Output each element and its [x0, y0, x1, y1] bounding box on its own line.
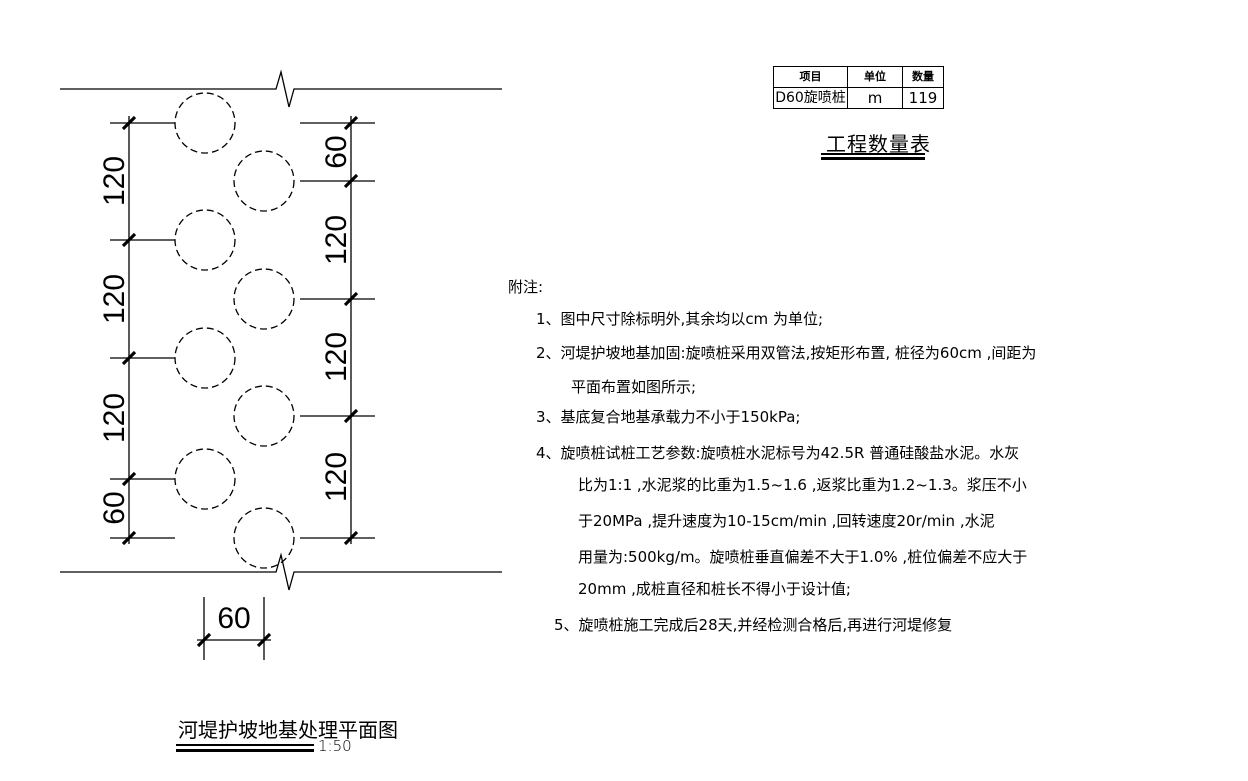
pile-circle	[233, 268, 295, 330]
dim-right-4: 120	[320, 452, 353, 502]
pile-circle	[174, 92, 236, 154]
table-header-row: 项目 单位 数量	[773, 66, 944, 88]
right-dimension-chain	[300, 116, 375, 544]
drawing-title-underline	[176, 744, 314, 746]
note-line: 比为1:1 ,水泥浆的比重为1.5~1.6 ,返浆比重为1.2~1.3。浆压不小	[578, 476, 1027, 494]
pile-circle	[233, 507, 295, 569]
left-dimension-chain	[110, 116, 175, 544]
drawing-scale: 1:50	[318, 737, 352, 755]
note-line: 于20MPa ,提升速度为10-15cm/min ,回转速度20r/min ,水…	[578, 512, 995, 530]
dim-bottom: 60	[217, 602, 250, 635]
pile-circle	[174, 327, 236, 389]
table-title-underline	[821, 153, 925, 155]
note-line: 用量为:500kg/m。旋喷桩垂直偏差不大于1.0% ,桩位偏差不应大于	[578, 548, 1028, 566]
dim-right-3: 120	[320, 332, 353, 382]
header-qty: 数量	[902, 66, 944, 88]
pile-circle	[233, 150, 295, 212]
bottom-boundary-line	[60, 552, 502, 591]
header-unit: 单位	[847, 66, 903, 88]
pile-circle	[174, 209, 236, 271]
note-line: 1、图中尺寸除标明外,其余均以cm 为单位;	[536, 310, 823, 328]
quantity-table: 项目 单位 数量 D60旋喷桩 m 119	[773, 66, 944, 109]
note-line: 3、基底复合地基承载力不小于150kPa;	[536, 408, 801, 426]
top-boundary-line	[60, 69, 502, 108]
note-line: 平面布置如图所示;	[571, 378, 697, 396]
dim-left-3: 120	[98, 393, 131, 443]
dim-right-2: 120	[320, 215, 353, 265]
table-row: D60旋喷桩 m 119	[773, 87, 944, 109]
note-line: 2、河堤护坡地基加固:旋喷桩采用双管法,按矩形布置, 桩径为60cm ,间距为	[536, 344, 1037, 362]
dim-right-1: 60	[320, 135, 353, 168]
drawing-title-underline	[176, 749, 314, 752]
header-item: 项目	[773, 66, 848, 88]
note-line: 4、旋喷桩试桩工艺参数:旋喷桩水泥标号为42.5R 普通硅酸盐水泥。水灰	[536, 444, 1020, 462]
drawing-title: 河堤护坡地基处理平面图	[178, 718, 398, 742]
plan-drawing: 120 120 120 60 60 120 120 120 60	[60, 69, 502, 660]
pile-circle	[174, 448, 236, 510]
table-title: 工程数量表	[826, 132, 931, 156]
note-line: 5、旋喷桩施工完成后28天,并经检测合格后,再进行河堤修复	[554, 616, 953, 634]
pile-circle	[233, 385, 295, 447]
note-line: 20mm ,成桩直径和桩长不得小于设计值;	[578, 580, 851, 598]
bottom-dimension	[197, 597, 271, 660]
table-title-underline	[821, 157, 925, 160]
cell-qty: 119	[902, 87, 944, 109]
notes-heading: 附注:	[508, 278, 544, 296]
dim-left-2: 120	[98, 274, 131, 324]
cell-unit: m	[847, 87, 903, 109]
dim-left-4: 60	[98, 491, 131, 524]
cell-item: D60旋喷桩	[773, 87, 848, 109]
dim-left-1: 120	[98, 156, 131, 206]
